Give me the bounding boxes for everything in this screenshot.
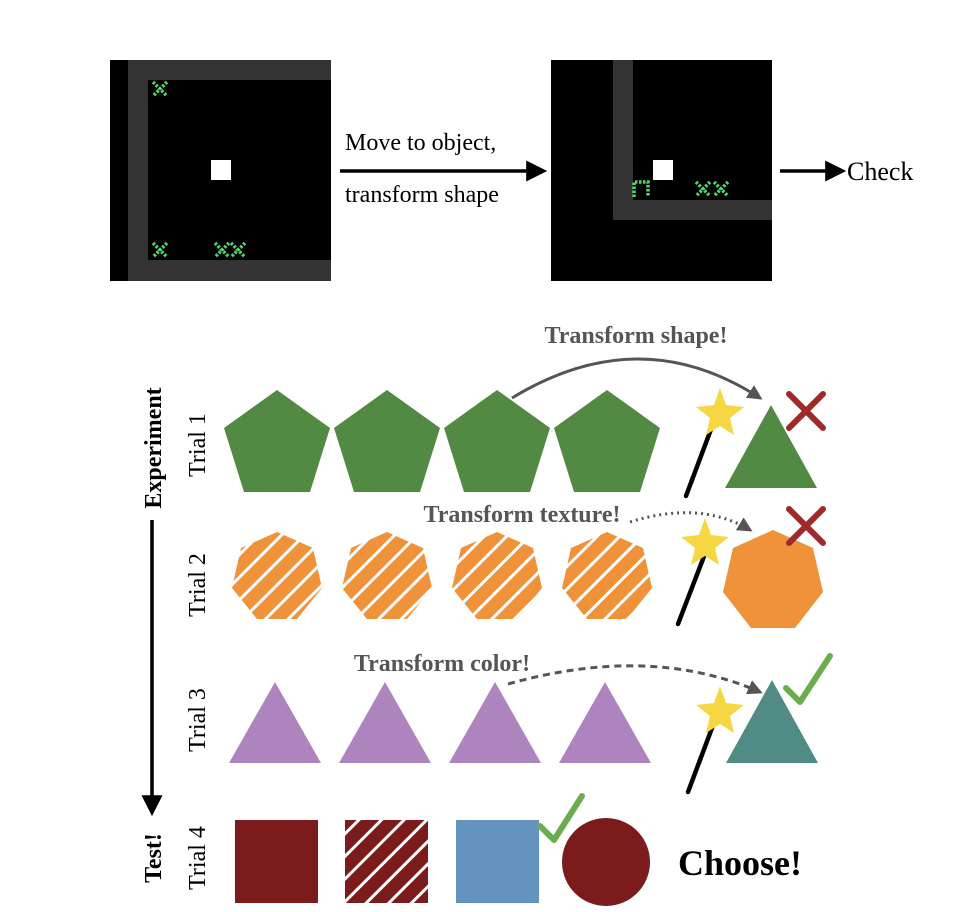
experiment-label: Experiment bbox=[141, 387, 167, 508]
heptagon-shape bbox=[342, 532, 432, 619]
trial-3-annotation: Transform color! bbox=[354, 651, 530, 677]
square-option[interactable] bbox=[235, 820, 318, 903]
trial-4-row: Choose! bbox=[235, 793, 802, 906]
result-heptagon-shape bbox=[723, 530, 823, 628]
transformed-object-icon bbox=[632, 180, 650, 197]
triangle-shape bbox=[449, 682, 541, 763]
blue-square-option[interactable] bbox=[456, 820, 539, 903]
result-triangle-shape bbox=[726, 680, 818, 763]
heptagon-shape bbox=[562, 532, 652, 619]
magic-wand-icon bbox=[675, 518, 729, 627]
step-label-line1: Move to object, bbox=[345, 130, 496, 156]
pentagon-shape bbox=[334, 390, 440, 492]
transform-arrow bbox=[629, 511, 753, 532]
checkmark-icon bbox=[537, 793, 585, 843]
agent-icon bbox=[211, 160, 231, 180]
trial-3-row: Transform color! bbox=[229, 651, 833, 795]
triangle-shape bbox=[229, 682, 321, 763]
choose-prompt: Choose! bbox=[678, 843, 802, 883]
grid-panel-after bbox=[551, 60, 772, 281]
pentagon-shape bbox=[554, 390, 660, 492]
trial-4-label: Trial 4 bbox=[185, 826, 211, 890]
transform-arrow bbox=[511, 357, 763, 400]
test-label: Test! bbox=[141, 833, 167, 883]
trial-1-label: Trial 1 bbox=[185, 413, 211, 477]
triangle-shape bbox=[339, 682, 431, 763]
cross-icon bbox=[786, 506, 826, 546]
agent-icon bbox=[653, 160, 673, 180]
trial-3-label: Trial 3 bbox=[185, 688, 211, 752]
trial-1-row: Transform shape! bbox=[224, 323, 826, 499]
magic-wand-icon bbox=[685, 686, 744, 795]
transform-arrow bbox=[507, 664, 763, 695]
trial-2-row: Transform texture! bbox=[232, 502, 826, 628]
trial-1-annotation: Transform shape! bbox=[545, 323, 728, 349]
triangle-shape bbox=[559, 682, 651, 763]
check-label: Check bbox=[847, 157, 913, 186]
trial-2-annotation: Transform texture! bbox=[423, 502, 620, 528]
cross-icon bbox=[786, 391, 826, 431]
magic-wand-icon bbox=[683, 388, 744, 499]
grid-panel-before bbox=[110, 60, 331, 281]
pentagon-shape bbox=[444, 390, 550, 492]
striped-square-option[interactable] bbox=[345, 820, 428, 903]
pentagon-shape bbox=[224, 390, 330, 492]
result-triangle-shape bbox=[725, 405, 817, 488]
heptagon-shape bbox=[232, 532, 322, 619]
circle-option[interactable] bbox=[562, 818, 650, 906]
step-label-line2: transform shape bbox=[345, 182, 499, 208]
trial-2-label: Trial 2 bbox=[185, 553, 211, 617]
heptagon-shape bbox=[452, 532, 542, 619]
checkmark-icon bbox=[783, 653, 833, 705]
